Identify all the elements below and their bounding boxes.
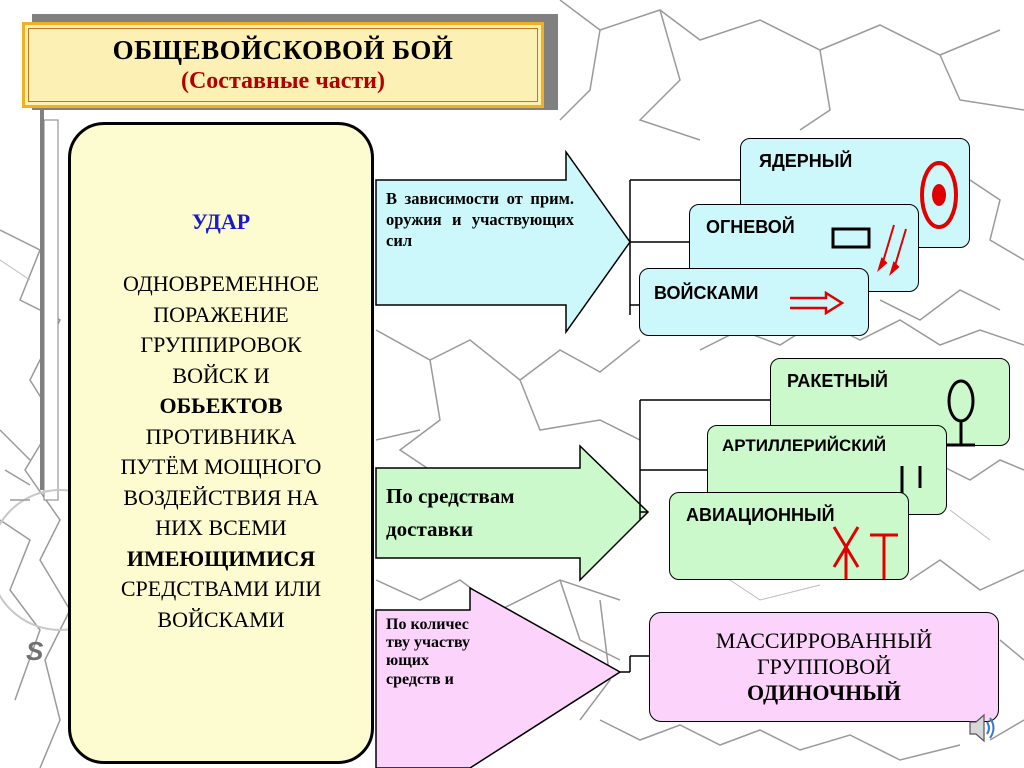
title-box: ОБЩЕВОЙСКОВОЙ БОЙ (Составные части) xyxy=(22,22,544,108)
strike-definition-box: УДАР ОДНОВРЕМЕННОЕ ПОРАЖЕНИЕ ГРУППИРОВОК… xyxy=(68,122,374,764)
troops-arrow-icon xyxy=(790,291,845,315)
definition-line: ВОЗДЕЙСТВИЯ НА xyxy=(123,484,319,510)
definition-line: ПОРАЖЕНИЕ xyxy=(153,301,289,327)
definition-line: ВОЙСК И xyxy=(172,362,270,388)
definition-line: НИХ ВСЕМИ xyxy=(155,515,287,540)
box-troops: ВОЙСКАМИ xyxy=(639,268,869,336)
nuclear-target-icon xyxy=(920,161,958,229)
arrow-by-weapon-label: В зависимости от прим. оружия и участвую… xyxy=(386,189,574,250)
arrow-by-delivery-label: По средствам доставки xyxy=(386,484,515,541)
definition-line: ВОЙСКАМИ xyxy=(157,606,285,632)
fire-arrows-icon xyxy=(831,224,907,276)
scale-group: ГРУППОВОЙ xyxy=(756,654,892,679)
definition-line: СРЕДСТВАМИ ИЛИ xyxy=(120,576,322,601)
page-subtitle: (Составные части) xyxy=(180,68,386,94)
box-missile-label: РАКЕТНЫЙ xyxy=(787,371,888,391)
scale-single: ОДИНОЧНЫЙ xyxy=(747,680,901,705)
box-aviation-label: АВИАЦИОННЫЙ xyxy=(686,505,835,525)
arrow-by-quantity-label: По количес тву участву ющих средств и xyxy=(386,616,471,688)
aviation-icon xyxy=(832,526,898,579)
box-aviation: АВИАЦИОННЫЙ xyxy=(669,492,909,580)
box-nuclear-label: ЯДЕРНЫЙ xyxy=(759,151,853,171)
missile-icon xyxy=(947,379,975,447)
box-troops-label: ВОЙСКАМИ xyxy=(654,283,759,303)
compass-label: S xyxy=(26,636,44,666)
definition-line: ОБЬЕКТОВ xyxy=(159,393,283,418)
definition-line: ПУТЁМ МОЩНОГО xyxy=(120,454,322,479)
strike-heading: УДАР xyxy=(191,209,251,234)
definition-line: ГРУППИРОВОК xyxy=(140,332,302,357)
box-fire-label: ОГНЕВОЙ xyxy=(706,217,795,237)
definition-line: ОДНОВРЕМЕННОЕ xyxy=(122,271,320,296)
page-title: ОБЩЕВОЙСКОВОЙ БОЙ xyxy=(112,35,454,65)
box-strike-scale: МАССИРРОВАННЫЙ ГРУППОВОЙ ОДИНОЧНЫЙ xyxy=(649,612,999,722)
strike-definition: ОДНОВРЕМЕННОЕ ПОРАЖЕНИЕ ГРУППИРОВОК ВОЙС… xyxy=(79,269,363,635)
scale-massive: МАССИРРОВАННЫЙ xyxy=(715,628,933,653)
definition-line: ИМЕЮЩИМИСЯ xyxy=(126,545,316,571)
definition-line: ПРОТИВНИКА xyxy=(145,423,297,449)
box-artillery-label: АРТИЛЛЕРИЙСКИЙ xyxy=(722,436,887,455)
